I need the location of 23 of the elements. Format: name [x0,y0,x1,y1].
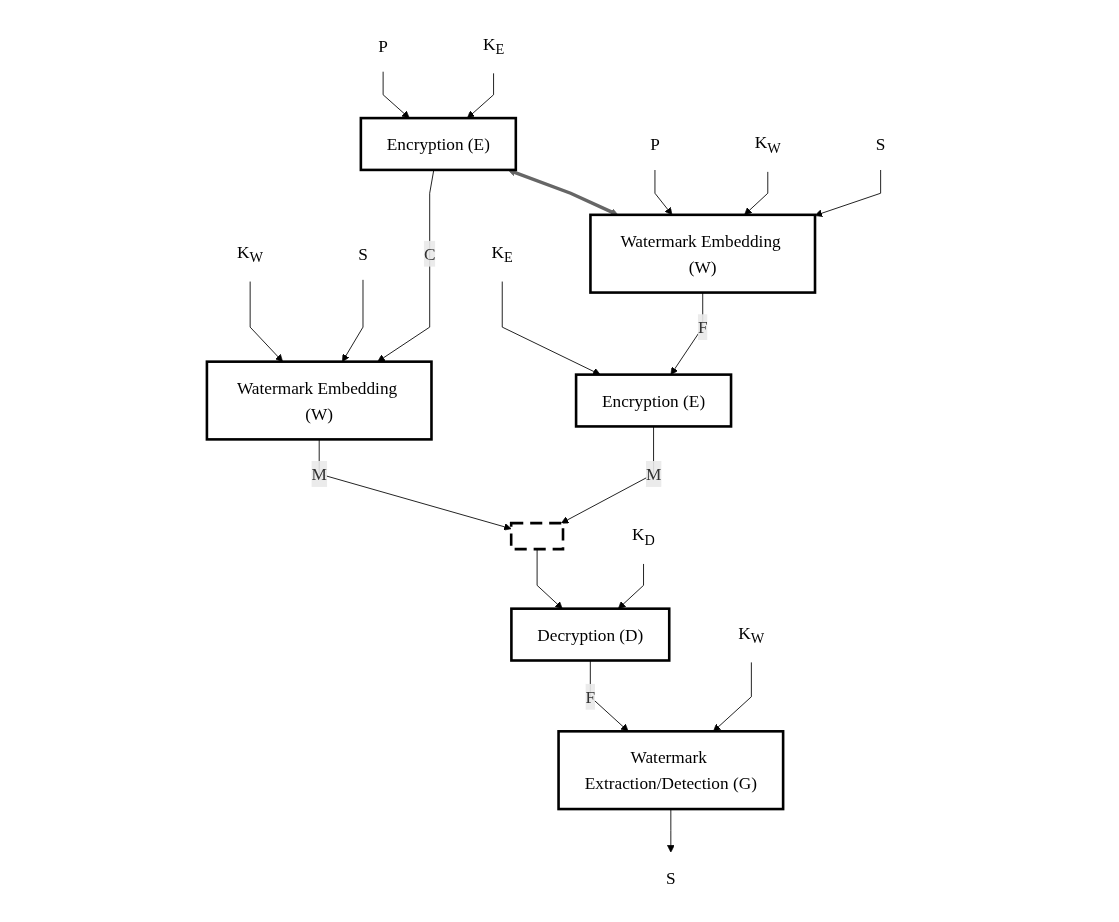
node-text: K$_{E}$ [483,34,505,58]
node-box: Encryption (E) [359,116,518,172]
node-text: P [650,134,661,154]
node-box: Decryption (D) [510,607,671,662]
node-box: Watermark Embedding (W) [205,360,434,441]
node-text: P [378,36,389,56]
edge-label: F [585,687,596,707]
edge-label: M [311,464,328,484]
node-text: S [876,134,886,154]
node-box: Watermark Extraction/Detection (G) [557,730,785,811]
node-text: K$_{E}$ [491,242,514,266]
node-bar [510,521,565,551]
edge-label: F [698,317,708,337]
node-text: S [358,244,369,264]
node-box: Encryption (E) [575,373,733,428]
node-box: Watermark Embedding (W) [589,213,817,294]
node-text: K$_{W}$ [738,623,765,647]
node-text: K$_{W}$ [755,132,782,157]
edge-label: C [424,244,436,264]
node-text: K$_{W}$ [237,242,264,266]
edge-label: M [646,464,662,484]
node-text: S [666,868,676,888]
node-text: K$_{D}$ [632,524,656,549]
